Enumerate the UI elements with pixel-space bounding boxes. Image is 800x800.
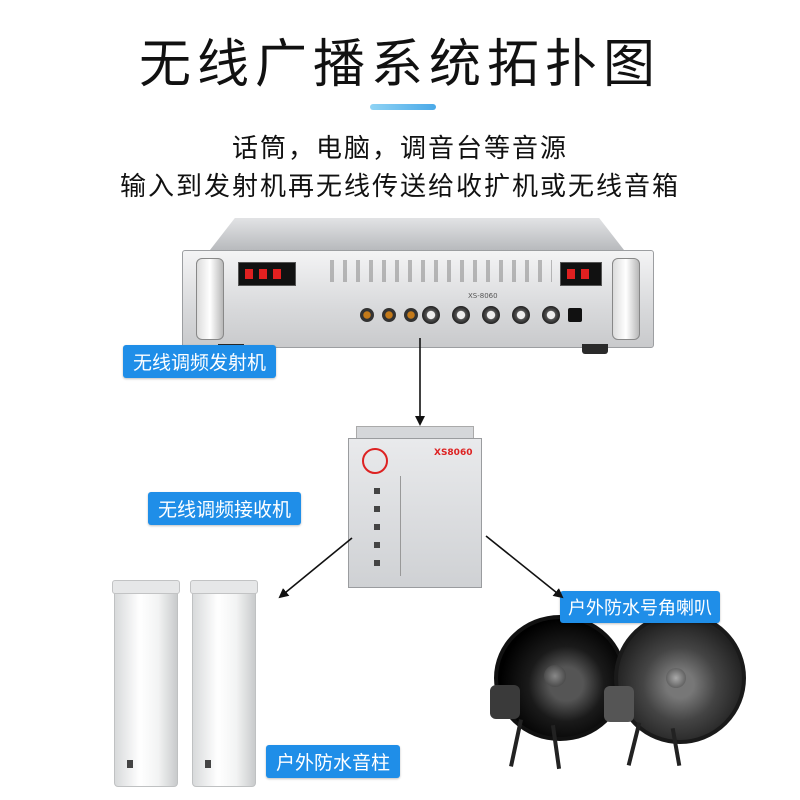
horn-speaker-right: [604, 612, 746, 772]
subtitle-line-2: 输入到发射机再无线传送给收扩机或无线音箱: [119, 172, 680, 202]
receiver-label: 无线调频接收机: [148, 492, 302, 525]
title-accent-line: [370, 104, 436, 110]
arrow-receiver-to-columns: [278, 537, 353, 599]
column-speaker-label: 户外防水音柱: [266, 745, 401, 778]
receiver-model-text: XS8060: [434, 448, 473, 458]
diagram-title: 无线广播系统拓扑图: [138, 35, 661, 95]
horn-speaker-label: 户外防水号角喇叭: [560, 591, 720, 623]
column-speaker-left: [112, 580, 180, 787]
receiver-device-image: XS8060: [348, 426, 482, 588]
column-speaker-right: [190, 580, 258, 787]
amplifier-model-text: XS-8060: [468, 292, 498, 300]
arrow-receiver-to-horns: [485, 535, 564, 599]
transmitter-label: 无线调频发射机: [123, 345, 277, 378]
transmitter-device-image: XS-8060: [182, 218, 654, 358]
subtitle-line-1: 话筒，电脑，调音台等音源: [231, 134, 568, 164]
